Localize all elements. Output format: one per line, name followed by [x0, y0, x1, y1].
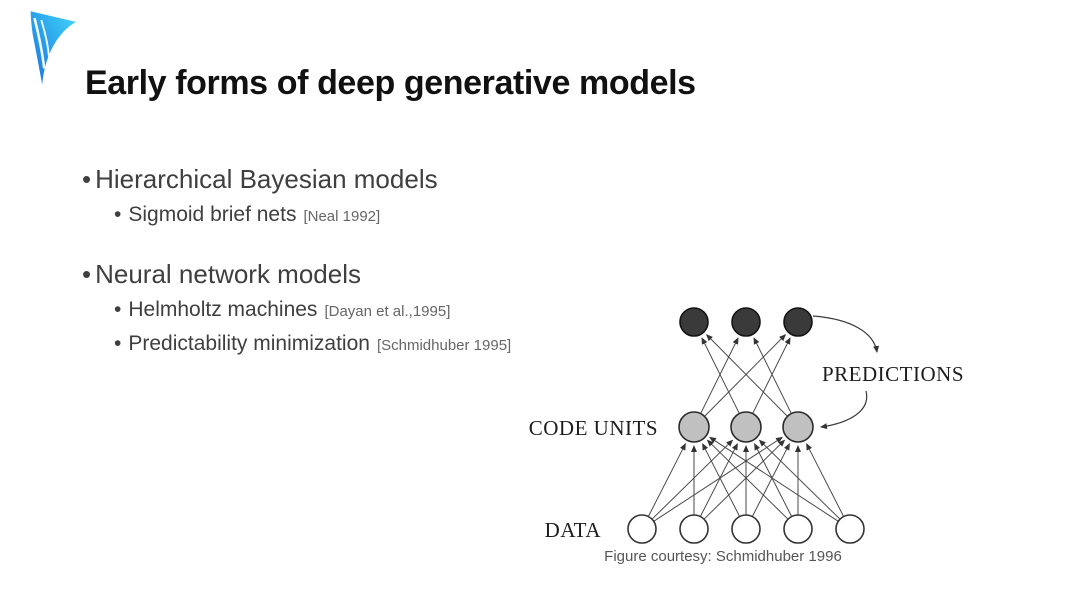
connection-arrow — [704, 334, 787, 417]
connection-arrow — [647, 443, 686, 517]
connection-arrow — [754, 443, 793, 517]
connection-arrow — [705, 334, 788, 417]
bullet-item-predictability-minimization: Predictability minimization [Schmidhuber … — [114, 331, 511, 359]
connection-arrow — [651, 439, 734, 520]
connection-arrow — [752, 337, 791, 414]
connection-arrow — [653, 436, 783, 522]
code-unit — [782, 411, 814, 443]
connection-arrow — [706, 439, 789, 520]
brand-logo-icon — [30, 11, 77, 85]
predictions-label: PREDICTIONS — [822, 362, 964, 386]
data-unit — [731, 514, 761, 544]
prediction-curve-arrow-to-code — [820, 390, 868, 430]
connection-arrow — [758, 439, 841, 520]
connection-arrow — [702, 443, 741, 517]
prediction-unit — [731, 307, 761, 337]
bullet-item-sigmoid-brief-nets: Sigmoid brief nets [Neal 1992] — [114, 202, 380, 230]
connection-arrow — [701, 337, 740, 414]
bullet-text: Predictability minimization — [128, 332, 370, 355]
slide-title: Early forms of deep generative models — [85, 64, 696, 102]
bullet-text: Helmholtz machines — [128, 298, 318, 321]
code-unit — [678, 411, 710, 443]
connection-arrow — [751, 443, 790, 517]
prediction-unit — [783, 307, 813, 337]
connection-arrow — [699, 443, 738, 517]
prediction-unit — [679, 307, 709, 337]
bullet-item-helmholtz-machines: Helmholtz machines [Dayan et al.,1995] — [114, 297, 450, 325]
code-unit — [730, 411, 762, 443]
connection-arrow — [703, 439, 786, 520]
data-unit — [679, 514, 709, 544]
data-unit — [627, 514, 657, 544]
bullet-text: Neural network models — [95, 259, 361, 289]
code-units-label: CODE UNITS — [529, 416, 658, 440]
connection-arrow — [753, 337, 792, 414]
figure-caption: Figure courtesy: Schmidhuber 1996 — [604, 548, 842, 565]
citation: [Dayan et al.,1995] — [324, 303, 451, 320]
connection-arrow — [806, 443, 845, 517]
connection-arrow — [709, 436, 839, 522]
prediction-curve-arrow-down — [812, 315, 880, 353]
bullet-item-neural-network-models: Neural network models — [82, 258, 361, 290]
citation: [Schmidhuber 1995] — [376, 337, 512, 354]
citation: [Neal 1992] — [303, 208, 381, 225]
data-unit — [835, 514, 865, 544]
bullet-text: Sigmoid brief nets — [128, 203, 297, 226]
connection-arrow — [700, 337, 739, 414]
data-unit — [783, 514, 813, 544]
bullet-item-hierarchical-bayesian: Hierarchical Bayesian models — [82, 163, 438, 195]
bullet-text: Hierarchical Bayesian models — [95, 164, 438, 194]
data-label: DATA — [545, 518, 602, 542]
